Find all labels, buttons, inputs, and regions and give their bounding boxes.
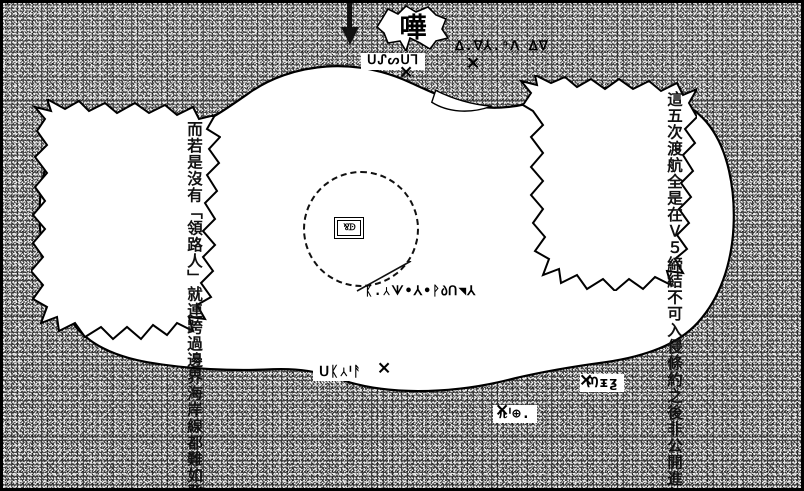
- map-label-northeast: ᐃ.ᐁ⅄.ᵒᐱ ᐃᐁ: [455, 39, 549, 54]
- leader-line: [356, 261, 412, 292]
- map-label-south: ᥰᑊ⊕.: [493, 405, 538, 424]
- bubble-left-shape: [31, 99, 221, 341]
- sfx-bubble: 嘩: [375, 4, 450, 53]
- map-label-southwest: ᑌᛕ⅄ᑊᚨ: [313, 363, 369, 382]
- narration-right-text: 這五次渡航全是在Ｖ５締結不可入侵條約之後非公開進行的且均得到了「領路人」的協助: [665, 91, 684, 488]
- x-mark-south: ✕: [495, 401, 510, 421]
- down-arrow-icon: [341, 3, 359, 45]
- highlight-dashed-circle: [303, 171, 419, 287]
- bubble-right-shape: [519, 75, 697, 291]
- map-label-center: ᛕ.⅄ᗐ•⅄•ᚹ᠔ᑎ◥⅄: [365, 284, 477, 299]
- x-mark-northeast: ✕: [466, 54, 481, 74]
- map-label-north: ᑌᔑᔕᑌ⅂: [361, 53, 426, 70]
- center-marker-icon: ⅋ᗬ: [334, 217, 364, 239]
- map-label-southeast: Ოᵻƺ: [580, 374, 625, 393]
- narration-bubble-left: 而若是沒有「領路人」就連跨過邊界海岸線都難如登天這就是擺在人類面前的實際情況: [31, 99, 221, 491]
- x-mark-north: ✕: [399, 63, 414, 83]
- center-marker-glyph: ⅋ᗬ: [337, 220, 361, 236]
- narration-bubble-right: 這五次渡航全是在Ｖ５締結不可入侵條約之後非公開進行的且均得到了「領路人」的協助: [519, 75, 697, 488]
- x-mark-southwest: ✕: [377, 359, 392, 379]
- sfx-label: 嘩: [399, 12, 427, 44]
- sfx-bubble-shape: [375, 4, 450, 53]
- narration-left-text: 而若是沒有「領路人」就連跨過邊界海岸線都難如登天這就是擺在人類面前的實際情況: [185, 121, 204, 491]
- x-mark-southeast: ✕: [579, 371, 594, 391]
